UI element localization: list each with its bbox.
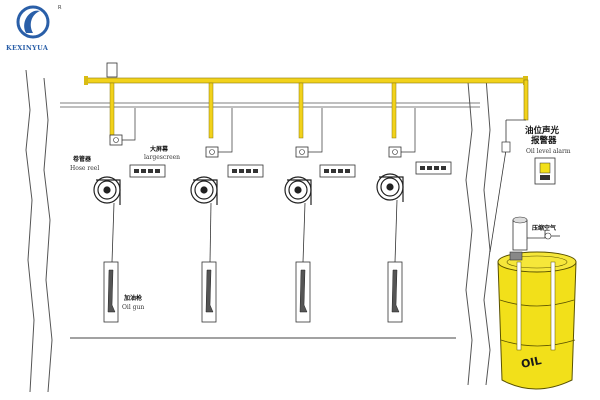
display-screen-icon <box>129 161 452 178</box>
station-3 <box>295 82 323 158</box>
wall-left <box>25 69 53 393</box>
hose-reel-label-en: Hose reel <box>70 165 100 172</box>
main-oil-pipe <box>84 76 529 121</box>
oil-gun-icon <box>103 261 403 323</box>
alarm-valve <box>501 141 511 153</box>
hose-reel-label-cn: 卷管器 <box>73 156 92 163</box>
registered-mark: R <box>58 5 62 11</box>
support-rail <box>60 102 480 108</box>
large-screen-label-en: largescreen <box>144 154 181 161</box>
alarm-icon <box>534 157 556 185</box>
pump-icon <box>512 216 560 251</box>
display-digits <box>134 166 446 173</box>
oil-gun-label-en: Oil gun <box>122 304 145 311</box>
station-4 <box>388 82 416 158</box>
large-screen-label-cn: 大屏幕 <box>150 146 169 153</box>
logo-icon <box>16 5 50 39</box>
oil-drum-icon <box>497 251 577 390</box>
oil-alarm-label-en: Oil level alarm <box>526 148 571 155</box>
oil-gun-body <box>107 269 400 313</box>
station-2 <box>205 82 233 158</box>
wall-right <box>465 77 491 386</box>
hoses <box>111 199 398 263</box>
compressed-air-label: 压缩空气 <box>532 225 557 232</box>
hose-reel-icon <box>93 173 404 205</box>
brand-name: KEXINYUA <box>6 44 49 52</box>
station-1 <box>106 62 136 146</box>
oil-gun-label-cn: 加油枪 <box>124 295 143 302</box>
oil-alarm-label-cn-2: 报警器 <box>531 136 557 146</box>
oil-alarm-label-cn-1: 油位声光 <box>525 126 560 136</box>
